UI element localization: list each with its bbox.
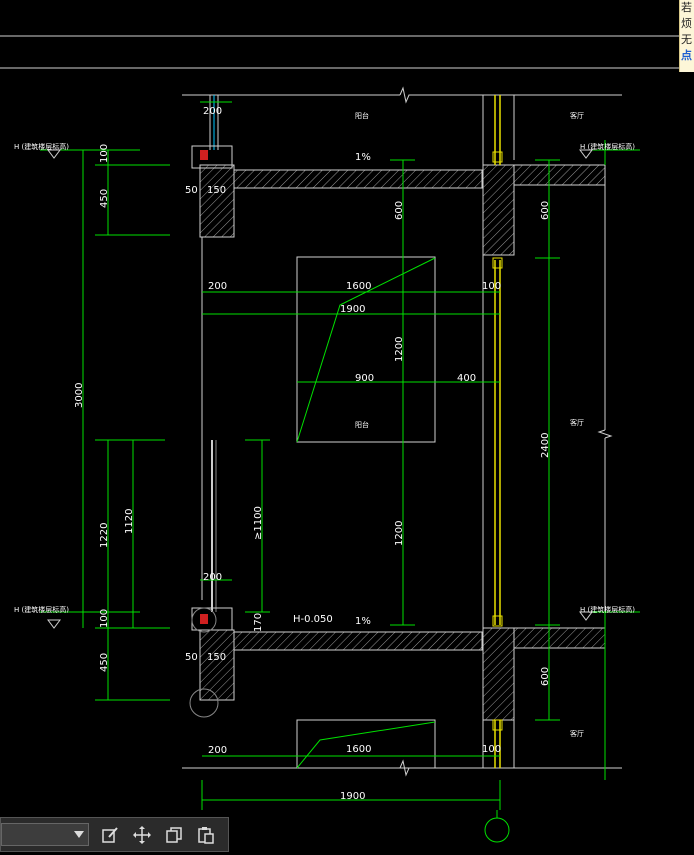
- dim-left-3000: 3000: [74, 383, 85, 408]
- dim-400: 400: [457, 373, 476, 384]
- dim-bot-150: 150: [207, 652, 226, 663]
- dim-left-100-top: 100: [99, 144, 110, 163]
- upstand-top: [199, 164, 235, 238]
- slab-top-right: [499, 164, 606, 186]
- slab-bottom-right: [499, 627, 606, 649]
- axis-bubble: [484, 817, 510, 843]
- tooltip-line: 若: [681, 1, 692, 14]
- dim-bot-50: 50: [185, 652, 198, 663]
- dim-1900-a: 1900: [340, 304, 365, 315]
- elevation-label: H-0.050: [293, 614, 333, 625]
- tooltip-line: 无: [681, 33, 692, 46]
- tooltip-line: 烦: [681, 17, 692, 30]
- slab-top: [231, 169, 483, 189]
- glass-wall: [494, 95, 501, 768]
- dim-100-b: 100: [482, 744, 501, 755]
- dim-left-450-top: 450: [99, 189, 110, 208]
- dim-100-a: 100: [482, 281, 501, 292]
- dim-top-200: 200: [203, 106, 222, 117]
- dim-2400: 2400: [540, 433, 551, 458]
- dim-1600-b: 1600: [346, 744, 371, 755]
- level-markers: [47, 149, 593, 629]
- dim-top-50: 50: [185, 185, 198, 196]
- dim-900: 900: [355, 373, 374, 384]
- dim-mid-200: 200: [208, 281, 227, 292]
- dim-top-150: 150: [207, 185, 226, 196]
- room-label: 阳台: [355, 111, 369, 120]
- beam-top: [482, 164, 515, 256]
- level-label: H (建筑楼层标高): [14, 605, 69, 614]
- dim-bot-170: 170: [253, 613, 264, 632]
- room-label: 客厅: [570, 729, 584, 738]
- dim-600-c: 600: [540, 667, 551, 686]
- glass-nodes: [492, 151, 503, 731]
- dimension-texts: 200 150 50 100 450 3000 1220 1120 100 45…: [74, 106, 551, 802]
- window-box-upper: [296, 256, 436, 443]
- dim-left-1220: 1220: [99, 523, 110, 548]
- level-label: H (建筑楼层标高): [580, 605, 635, 614]
- layer-dropdown[interactable]: [1, 823, 89, 846]
- slope-b: 1%: [355, 616, 371, 627]
- tooltip-link[interactable]: 点: [681, 49, 692, 62]
- tooltip-panel: 若 烦 无 点: [679, 0, 694, 72]
- dim-mid-200-b: 200: [203, 572, 222, 583]
- dim-left-450-bot: 450: [99, 653, 110, 672]
- level-label: H (建筑楼层标高): [580, 142, 635, 151]
- paste-icon[interactable]: [195, 824, 217, 846]
- move-icon[interactable]: [131, 824, 153, 846]
- bottom-toolbar: [0, 817, 229, 852]
- dim-600-a: 600: [394, 201, 405, 220]
- room-labels: H (建筑楼层标高) H (建筑楼层标高) H (建筑楼层标高) H (建筑楼层…: [14, 111, 635, 738]
- dim-1200-b: 1200: [394, 521, 405, 546]
- opening-mark-lower: [296, 721, 436, 769]
- slab-bottom: [231, 631, 483, 651]
- edit-icon[interactable]: [99, 824, 121, 846]
- dim-ge1100: ≥1100: [253, 506, 264, 540]
- copy-icon[interactable]: [163, 824, 185, 846]
- room-label: 阳台: [355, 420, 369, 429]
- dim-1600-a: 1600: [346, 281, 371, 292]
- boundary-lines: [182, 86, 622, 777]
- dimension-lines: [40, 101, 640, 818]
- beam-bottom: [482, 627, 515, 721]
- window-box-lower: [296, 719, 436, 769]
- dim-bot-200: 200: [208, 745, 227, 756]
- left-railing: [189, 95, 233, 718]
- slope-a: 1%: [355, 152, 371, 163]
- level-label: H (建筑楼层标高): [14, 142, 69, 151]
- dim-600-b: 600: [540, 201, 551, 220]
- dim-left-1120: 1120: [124, 509, 135, 534]
- room-label: 客厅: [570, 111, 584, 120]
- dim-left-100-bot: 100: [99, 609, 110, 628]
- chevron-down-icon: [74, 831, 84, 838]
- dim-1900-b: 1900: [340, 791, 365, 802]
- dim-1200-a: 1200: [394, 337, 405, 362]
- room-label: 客厅: [570, 418, 584, 427]
